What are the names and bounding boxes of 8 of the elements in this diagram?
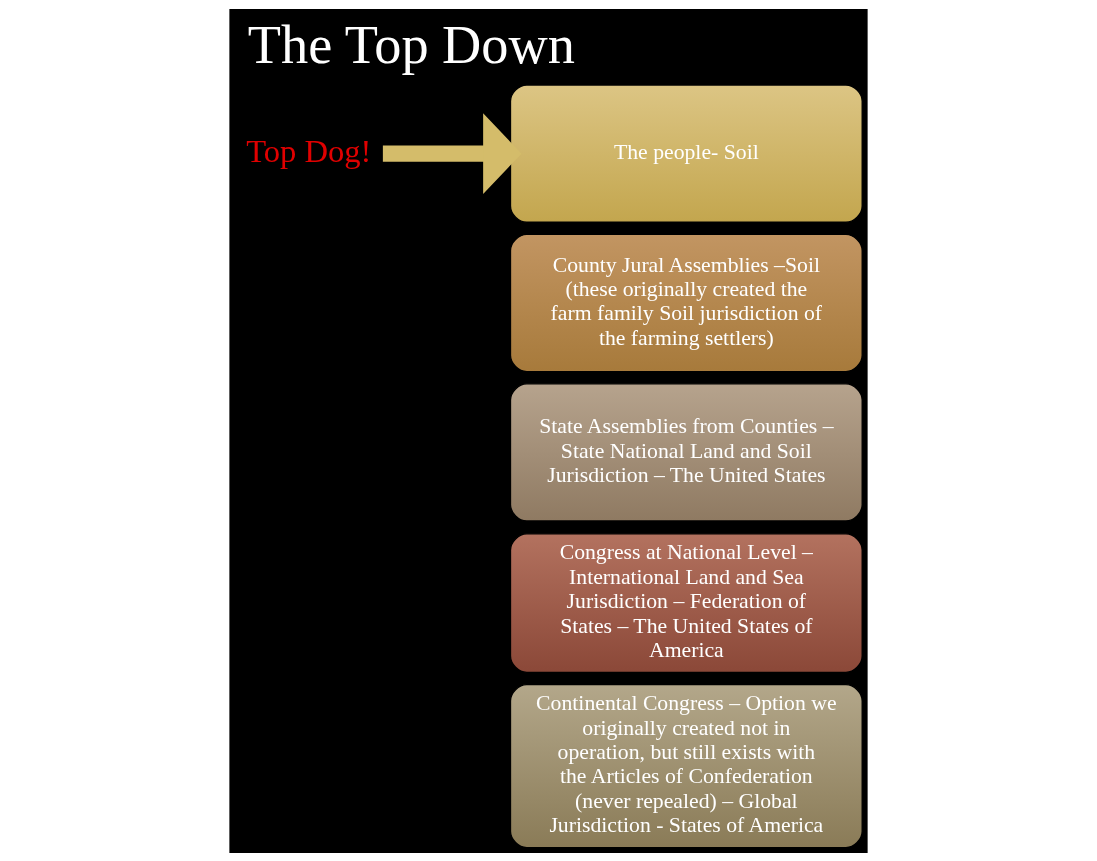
node-box: State Assemblies from Counties – State National Land and Soil Jurisdiction – The United States [509,382,863,522]
arrow [382,112,522,194]
node-box: Congress at National Level – International Land and Sea Jurisdiction – Federation of States – The United States of America [509,532,863,673]
node-box: County Jural Assemblies –Soil (these originally created the farm family Soil jurisdiction of the farming settlers) [509,233,863,372]
diagram-title: The Top Down [247,14,575,75]
node-box: The people- Soil [509,83,863,223]
node-text: Top Dog! [246,132,372,169]
node-box: Continental Congress – Option we originally created not in operation, but still exists with the Articles of Confederation (never repealed) – Global Jurisdiction - States of America [509,683,863,848]
